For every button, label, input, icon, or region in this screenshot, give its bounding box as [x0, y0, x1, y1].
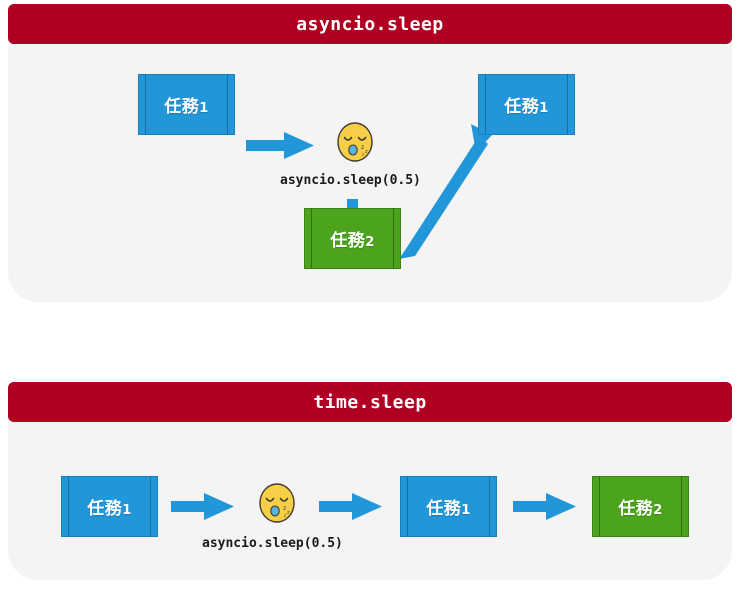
panel-header-time: time.sleep	[8, 382, 732, 422]
task-box-label-number: 1	[539, 101, 549, 116]
task-box-rib-left	[485, 74, 486, 135]
task-box-rib-left	[311, 208, 312, 269]
task-box-label-number: 2	[653, 503, 663, 518]
caption-asyncio-sleep: asyncio.sleep(0.5)	[280, 173, 421, 188]
arrow-right-2	[319, 493, 382, 520]
task-box-label: 任務2	[330, 226, 375, 251]
svg-text:z: z	[362, 152, 364, 157]
task-box-label-text: 任務	[504, 97, 540, 117]
task-box-label-number: 1	[122, 503, 132, 518]
sleepy-face-icon: z z z	[258, 482, 296, 524]
task-box-label: 任務1	[164, 92, 209, 117]
panel-asyncio-sleep: asyncio.sleep	[8, 4, 732, 302]
task-box-fill	[592, 476, 689, 537]
task-box-2[interactable]: 任務1	[400, 476, 497, 537]
arrow-right-1	[171, 493, 234, 520]
task-box-label: 任務1	[87, 494, 132, 519]
task-box-label-number: 1	[461, 503, 471, 518]
task-box-fill	[478, 74, 575, 135]
task-box-label-text: 任務	[330, 231, 366, 251]
svg-text:z: z	[361, 144, 364, 151]
task-box-rib-right	[227, 74, 228, 135]
svg-text:z: z	[287, 510, 290, 516]
panel-header-asyncio: asyncio.sleep	[8, 4, 732, 44]
task-box-rib-left	[68, 476, 69, 537]
task-box-rib-right	[393, 208, 394, 269]
svg-text:z: z	[283, 505, 286, 512]
task-box-1[interactable]: 任務1	[61, 476, 158, 537]
panel-title: time.sleep	[313, 391, 427, 413]
task-box-label-text: 任務	[618, 499, 654, 519]
task-box-rib-right	[489, 476, 490, 537]
task-box-rib-right	[681, 476, 682, 537]
arrow-right-1	[246, 132, 314, 159]
caption-asyncio-sleep: asyncio.sleep(0.5)	[202, 536, 343, 551]
task-box-label-number: 1	[199, 101, 209, 116]
task-box-1[interactable]: 任務1	[138, 74, 235, 135]
arrow-right-3	[513, 493, 576, 520]
task-box-rib-left	[407, 476, 408, 537]
task-box-label: 任務2	[618, 494, 663, 519]
task-box-label-text: 任務	[164, 97, 200, 117]
task-box-fill	[138, 74, 235, 135]
svg-text:z: z	[284, 513, 286, 518]
panel-title: asyncio.sleep	[296, 13, 444, 35]
task-box-rib-right	[150, 476, 151, 537]
task-box-label: 任務1	[504, 92, 549, 117]
arrow-diagonal-up-right	[399, 124, 492, 259]
diagram-stage-asyncio: 任務1 任務1 任務2 z	[8, 40, 732, 302]
panel-body-time: 任務1 任務1 任務2 z	[8, 418, 732, 580]
task-box-label-text: 任務	[87, 499, 123, 519]
sleepy-face-icon: z z z	[336, 121, 374, 163]
task-box-3[interactable]: 任務2	[304, 208, 401, 269]
task-box-rib-right	[567, 74, 568, 135]
diagram-stage-time: 任務1 任務1 任務2 z	[8, 418, 732, 580]
task-box-label: 任務1	[426, 494, 471, 519]
task-box-fill	[61, 476, 158, 537]
task-box-2[interactable]: 任務1	[478, 74, 575, 135]
task-box-label-text: 任務	[426, 499, 462, 519]
task-box-3[interactable]: 任務2	[592, 476, 689, 537]
task-box-rib-left	[599, 476, 600, 537]
task-box-label-number: 2	[365, 235, 375, 250]
panel-body-asyncio: 任務1 任務1 任務2 z	[8, 40, 732, 302]
task-box-rib-left	[145, 74, 146, 135]
svg-text:z: z	[365, 149, 368, 155]
task-box-fill	[400, 476, 497, 537]
panel-time-sleep: time.sleep	[8, 382, 732, 580]
